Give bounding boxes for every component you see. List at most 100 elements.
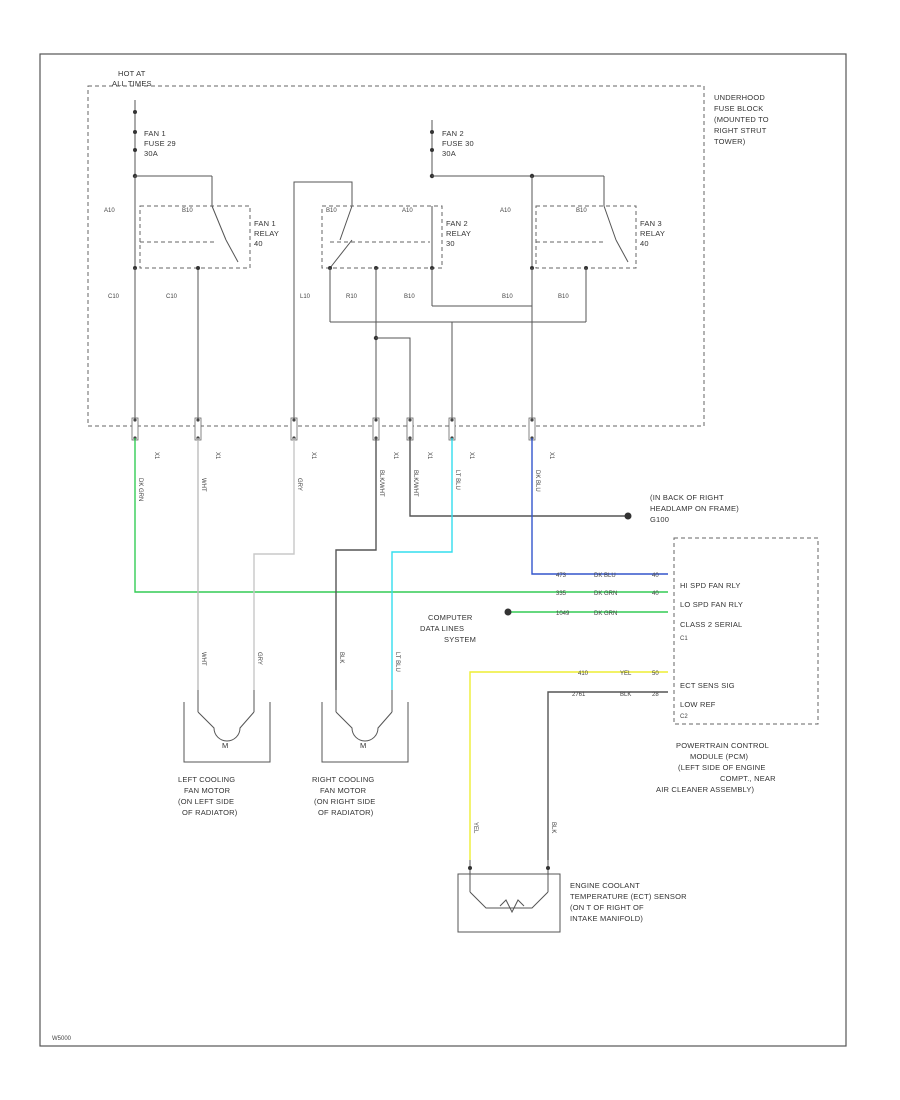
ect-name-line3: (ON T OF RIGHT OF xyxy=(570,903,644,912)
contact-label-5: A10 xyxy=(500,208,511,214)
terminal-label-2: C10 xyxy=(166,294,178,300)
wire-color-label-3: GRY xyxy=(296,478,302,491)
wire-lt-blu-right-fan xyxy=(391,438,453,690)
pcm-pin4-label: ECT SENS SIG xyxy=(680,681,735,690)
connector-pin-dot xyxy=(374,418,378,422)
hot-label-line2: ALL TIMES xyxy=(112,79,152,88)
pcm-pin3-label: CLASS 2 SERIAL xyxy=(680,620,742,629)
fuse-block-name-line1: UNDERHOOD xyxy=(714,93,765,102)
contact-label-2: B10 xyxy=(182,208,193,214)
connector-pin-dot xyxy=(530,418,534,422)
right-fan-name-line2: FAN MOTOR xyxy=(320,786,367,795)
terminal-label-4: R10 xyxy=(346,294,358,300)
pcm-pin4-circuit: 410 xyxy=(578,671,589,677)
wire-color-label-2: WHT xyxy=(200,478,206,492)
ect-wire1-label: YEL xyxy=(472,822,478,834)
data-link-line1: COMPUTER xyxy=(428,613,473,622)
right-fan-motor: BLK LT BLU M RIGHT COOLING FAN MOTOR (ON… xyxy=(312,652,409,817)
wire-gry-left-fan xyxy=(253,438,295,690)
terminal-label-1: C10 xyxy=(108,294,120,300)
pcm-block: 473 DK BLU 40 HI SPD FAN RLY 335 DK GRN … xyxy=(556,537,819,794)
left-fan-name-line4: OF RADIATOR) xyxy=(182,808,238,817)
ect-name-line2: TEMPERATURE (ECT) SENSOR xyxy=(570,892,687,901)
ground-label-line3: G100 xyxy=(650,515,669,524)
x1-label-6: X1 xyxy=(468,452,474,460)
pcm-connector-tag-c1: C1 xyxy=(680,636,688,642)
pcm-pin1-circuit: 473 xyxy=(556,573,567,579)
x1-label-2: X1 xyxy=(214,452,220,460)
fan3-relay-label-line1: FAN 3 xyxy=(640,219,662,228)
ground-point xyxy=(624,512,632,520)
svg-text:ALL TIMES: ALL TIMES xyxy=(112,79,152,88)
fan2-fuse-label-line2: FUSE 30 xyxy=(442,139,474,148)
x1-label-5: X1 xyxy=(426,452,432,460)
wire-blk-ect xyxy=(547,691,668,860)
wire-yel-ect xyxy=(469,671,668,860)
left-fan-motor: WHT GRY M LEFT COOLING FAN MOTOR (ON LEF… xyxy=(178,652,271,817)
right-fan-motor-symbol: M xyxy=(360,741,366,750)
pcm-name-line5: AIR CLEANER ASSEMBLY) xyxy=(656,785,755,794)
diagram-border xyxy=(39,53,847,1047)
wire-blk-ground xyxy=(409,438,626,517)
fuse-block-name-line4: RIGHT STRUT xyxy=(714,126,767,135)
left-fan-motor-symbol: M xyxy=(222,741,228,750)
terminal-label-3: L10 xyxy=(300,294,311,300)
connector-pin-dot xyxy=(408,418,412,422)
ground-label: (IN BACK OF RIGHT HEADLAMP ON FRAME) G10… xyxy=(650,493,739,524)
ect-name-line4: INTAKE MANIFOLD) xyxy=(570,914,643,923)
ect-sensor: YEL BLK ENGINE COOLANT TEMPERATURE (ECT)… xyxy=(457,822,687,933)
contact-label-1: A10 xyxy=(104,208,115,214)
fan1-relay-label-line1: FAN 1 xyxy=(254,219,276,228)
pcm-pin1-label: HI SPD FAN RLY xyxy=(680,581,741,590)
fuse-block-name-line5: TOWER) xyxy=(714,137,746,146)
left-fan-name-line3: (ON LEFT SIDE xyxy=(178,797,234,806)
connector-pin-dot xyxy=(292,418,296,422)
ground-label-line2: HEADLAMP ON FRAME) xyxy=(650,504,739,513)
wire-color-label-7: DK BLU xyxy=(534,470,540,492)
fuse-block-labels: HOT AT ALL TIMES FAN 1 FUSE 29 30A FAN 2… xyxy=(104,69,769,300)
pcm-boundary xyxy=(673,537,819,725)
right-fan-name-line4: OF RADIATOR) xyxy=(318,808,374,817)
terminal-label-7: B10 xyxy=(558,294,569,300)
wire-color-label-4: BLK/WHT xyxy=(378,470,384,497)
data-link-label: COMPUTER DATA LINES SYSTEM xyxy=(420,613,476,644)
pcm-name-line4: COMPT., NEAR xyxy=(720,774,776,783)
x1-label-3: X1 xyxy=(310,452,316,460)
contact-label-3: B10 xyxy=(326,208,337,214)
right-fan-name-line3: (ON RIGHT SIDE xyxy=(314,797,375,806)
left-fan-name-line1: LEFT COOLING xyxy=(178,775,235,784)
fan3-relay-label-line3: 40 xyxy=(640,239,649,248)
data-link-line2: DATA LINES xyxy=(420,624,464,633)
contact-label-6: B10 xyxy=(576,208,587,214)
right-fan-name-line1: RIGHT COOLING xyxy=(312,775,374,784)
wire-color-label-1: DK GRN xyxy=(137,478,143,501)
contact-label-4: A10 xyxy=(402,208,413,214)
fuse-block-name-line3: (MOUNTED TO xyxy=(714,115,769,124)
ect-name-line1: ENGINE COOLANT xyxy=(570,881,640,890)
fuse-block-internals xyxy=(132,100,637,420)
fan2-fuse-label-line1: FAN 2 xyxy=(442,129,464,138)
harness-labels: X1 X1 X1 X1 X1 X1 X1 DK GRN WHT GRY BLK/… xyxy=(137,452,554,501)
x1-label-7: X1 xyxy=(548,452,554,460)
pcm-pin4-color: YEL xyxy=(620,671,632,677)
ect-wire2-label: BLK xyxy=(550,822,556,833)
fan2-relay-label-line3: 30 xyxy=(446,239,455,248)
fan1-fuse-label-line1: FAN 1 xyxy=(144,129,166,138)
terminal-label-6: B10 xyxy=(502,294,513,300)
wire-dk-blu-hi-spd xyxy=(531,438,668,575)
connector-pin-dot xyxy=(450,418,454,422)
pcm-pin5-circuit: 2761 xyxy=(572,692,586,698)
pcm-pin2-color: DK GRN xyxy=(594,591,617,597)
left-fan-wire2-label: GRY xyxy=(256,652,262,665)
connector-pin-dot xyxy=(133,418,137,422)
pcm-pin2-circuit: 335 xyxy=(556,591,567,597)
left-fan-wire1-label: WHT xyxy=(200,652,206,666)
fuse-block-boundary xyxy=(87,85,705,427)
fuse-block-pins xyxy=(131,417,536,441)
pcm-pin4-number: 50 xyxy=(652,671,659,677)
pcm-pin2-number: 40 xyxy=(652,591,659,597)
class2-splice xyxy=(504,608,512,616)
pcm-name-line3: (LEFT SIDE OF ENGINE xyxy=(678,763,766,772)
right-fan-wire1-label: BLK xyxy=(338,652,344,663)
pcm-pin1-color: DK BLU xyxy=(594,573,616,579)
